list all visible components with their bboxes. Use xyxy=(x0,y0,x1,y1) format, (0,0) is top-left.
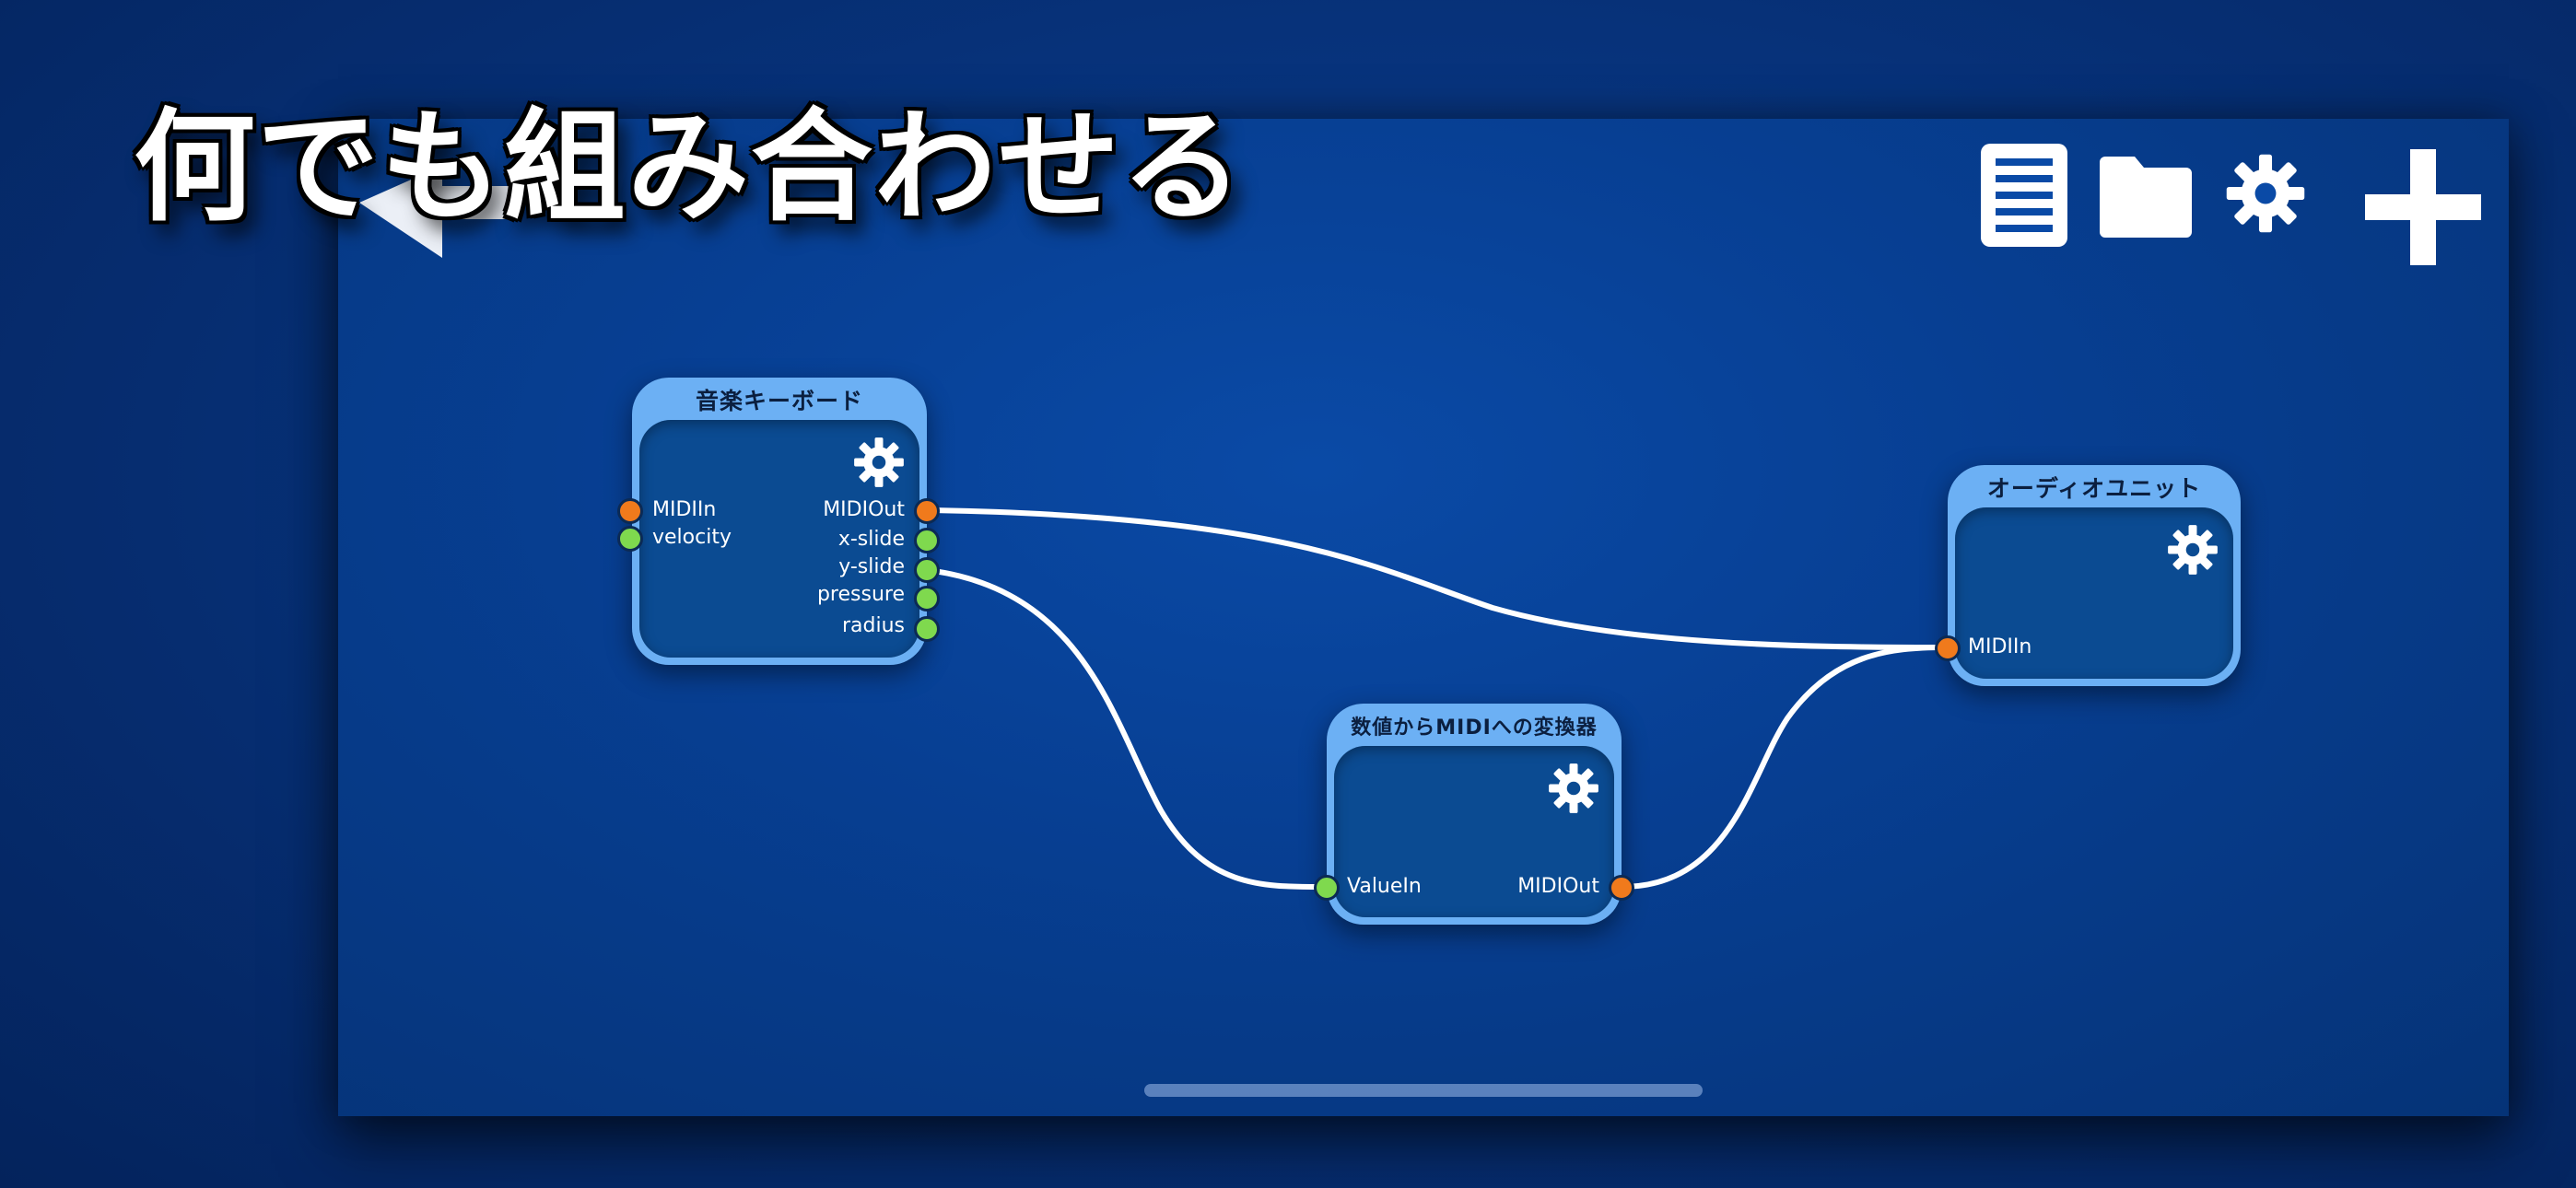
node-value-to-midi-converter[interactable]: 数値からMIDIへの変換器 ValueIn MIDIOut xyxy=(1327,704,1622,925)
port-label-midiout: MIDIOut xyxy=(1517,875,1599,898)
plus-icon[interactable] xyxy=(2365,149,2481,265)
port-label-midiout: MIDIOut xyxy=(823,498,905,521)
port-label-y-slide: y-slide xyxy=(838,555,905,578)
port-label-velocity: velocity xyxy=(652,526,732,549)
node-title: オーディオユニット xyxy=(1986,475,2202,502)
port-label-valuein: ValueIn xyxy=(1347,875,1422,898)
node-title: 数値からMIDIへの変換器 xyxy=(1351,716,1598,740)
port-keyboard-velocity[interactable] xyxy=(617,526,643,552)
port-label-midiin: MIDIIn xyxy=(1968,635,2032,658)
node-music-keyboard[interactable]: 音楽キーボード MIDIIn velocity MIDIOut x-slide … xyxy=(632,378,927,665)
port-audiounit-midiin[interactable] xyxy=(1935,635,1961,661)
node-settings-gear-icon[interactable] xyxy=(853,437,905,488)
port-label-x-slide: x-slide xyxy=(837,528,905,551)
port-converter-valuein[interactable] xyxy=(1314,875,1340,901)
port-converter-midiout[interactable] xyxy=(1609,875,1634,901)
node-settings-gear-icon[interactable] xyxy=(2167,524,2219,576)
headline-caption: 何でも組み合わせる xyxy=(134,97,1245,239)
port-label-pressure: pressure xyxy=(816,583,905,606)
port-label-midiin: MIDIIn xyxy=(652,498,717,521)
cable-yslide-to-converter-valuein[interactable] xyxy=(924,567,1329,891)
cable-converter-midiout-to-audiounit-midiin[interactable] xyxy=(1619,645,1949,890)
port-keyboard-pressure[interactable] xyxy=(914,586,940,611)
folder-icon[interactable] xyxy=(2100,157,2192,238)
home-indicator[interactable] xyxy=(1144,1084,1703,1097)
node-title: 音楽キーボード xyxy=(695,388,863,414)
list-icon[interactable] xyxy=(1981,144,2067,247)
port-keyboard-midiin[interactable] xyxy=(617,498,643,524)
port-keyboard-y-slide[interactable] xyxy=(914,557,940,583)
cable-keyboard-midiout-to-audiounit-midiin[interactable] xyxy=(924,507,1949,650)
node-settings-gear-icon[interactable] xyxy=(1548,763,1599,814)
back-arrow-icon[interactable] xyxy=(359,166,516,258)
gear-icon[interactable] xyxy=(2225,153,2306,234)
port-label-radius: radius xyxy=(841,614,905,637)
port-keyboard-midiout[interactable] xyxy=(914,498,940,524)
port-keyboard-x-slide[interactable] xyxy=(914,528,940,553)
node-audio-unit[interactable]: オーディオユニット MIDIIn xyxy=(1948,465,2241,686)
port-keyboard-radius[interactable] xyxy=(914,616,940,642)
